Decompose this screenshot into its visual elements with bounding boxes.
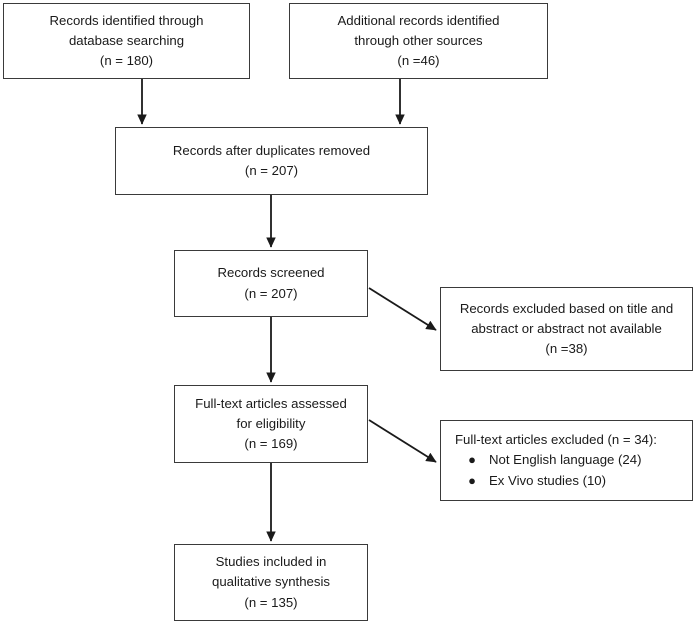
node-line: Full-text articles assessed [195, 395, 347, 411]
node-line: abstract or abstract not available [471, 320, 662, 336]
node-line: Records after duplicates removed [172, 142, 371, 158]
node-studies-included: Studies included in qualitative synthesi… [174, 544, 368, 621]
bullet-icon: ● [468, 452, 476, 468]
exclusion-reason-list: ● Not English language (24) ● Ex Vivo st… [455, 450, 686, 490]
list-item-label: Ex Vivo studies (10) [489, 472, 607, 488]
bullet-icon: ● [468, 472, 476, 488]
list-item: ● Not English language (24) [455, 450, 686, 470]
node-count: (n = 169) [244, 436, 298, 452]
node-count: (n =46) [397, 53, 440, 69]
list-item-label: Not English language (24) [489, 452, 642, 468]
node-count: (n = 207) [244, 285, 298, 301]
node-line: Records excluded based on title and [459, 300, 674, 316]
node-fulltext-articles-excluded: Full-text articles excluded (n = 34): ● … [440, 420, 693, 501]
node-records-identified-database: Records identified through database sear… [3, 3, 250, 79]
node-line: Additional records identified [337, 12, 500, 28]
node-line: for eligibility [236, 415, 306, 431]
node-records-screened: Records screened (n = 207) [174, 250, 368, 317]
list-item: ● Ex Vivo studies (10) [455, 471, 686, 491]
node-count: (n =38) [545, 341, 588, 357]
node-line: through other sources [354, 32, 483, 48]
node-fulltext-articles-assessed: Full-text articles assessed for eligibil… [174, 385, 368, 463]
node-count: (n = 207) [244, 163, 299, 178]
arrow-fulltext-to-excluded [368, 419, 437, 463]
node-line: database searching [68, 32, 185, 48]
node-count: (n = 135) [244, 594, 298, 610]
node-heading: Full-text articles excluded (n = 34): [455, 432, 657, 448]
node-count: (n = 180) [99, 53, 154, 69]
node-records-excluded: Records excluded based on title and abst… [440, 287, 693, 371]
node-line: Records screened [217, 265, 325, 281]
node-records-after-duplicates-removed: Records after duplicates removed (n = 20… [115, 127, 428, 195]
node-line: Studies included in [215, 554, 327, 570]
node-records-identified-other-sources: Additional records identified through ot… [289, 3, 548, 79]
arrow-screened-to-excluded [368, 287, 437, 331]
node-line: qualitative synthesis [211, 574, 331, 590]
node-line: Records identified through [49, 12, 204, 28]
